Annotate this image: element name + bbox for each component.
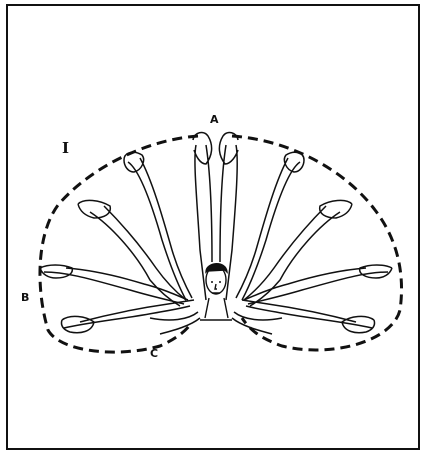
right-shoulder (232, 312, 282, 334)
left-arm-horizontal (40, 265, 188, 304)
torso (200, 298, 232, 320)
left-arm-low (61, 300, 194, 333)
right-arm-low (242, 300, 375, 333)
panel-label: I (62, 139, 69, 157)
right-arm-mid-high (244, 200, 352, 306)
label-b: B (21, 291, 29, 304)
left-shoulder (150, 312, 200, 334)
right-arm-steep (236, 152, 304, 300)
label-c: C (150, 347, 158, 360)
label-a: A (210, 113, 219, 126)
right-arm-horizontal (244, 265, 392, 304)
hair (206, 264, 227, 272)
left-arms (40, 133, 212, 334)
right-arms (219, 133, 392, 334)
left-arm-steep (124, 152, 192, 300)
